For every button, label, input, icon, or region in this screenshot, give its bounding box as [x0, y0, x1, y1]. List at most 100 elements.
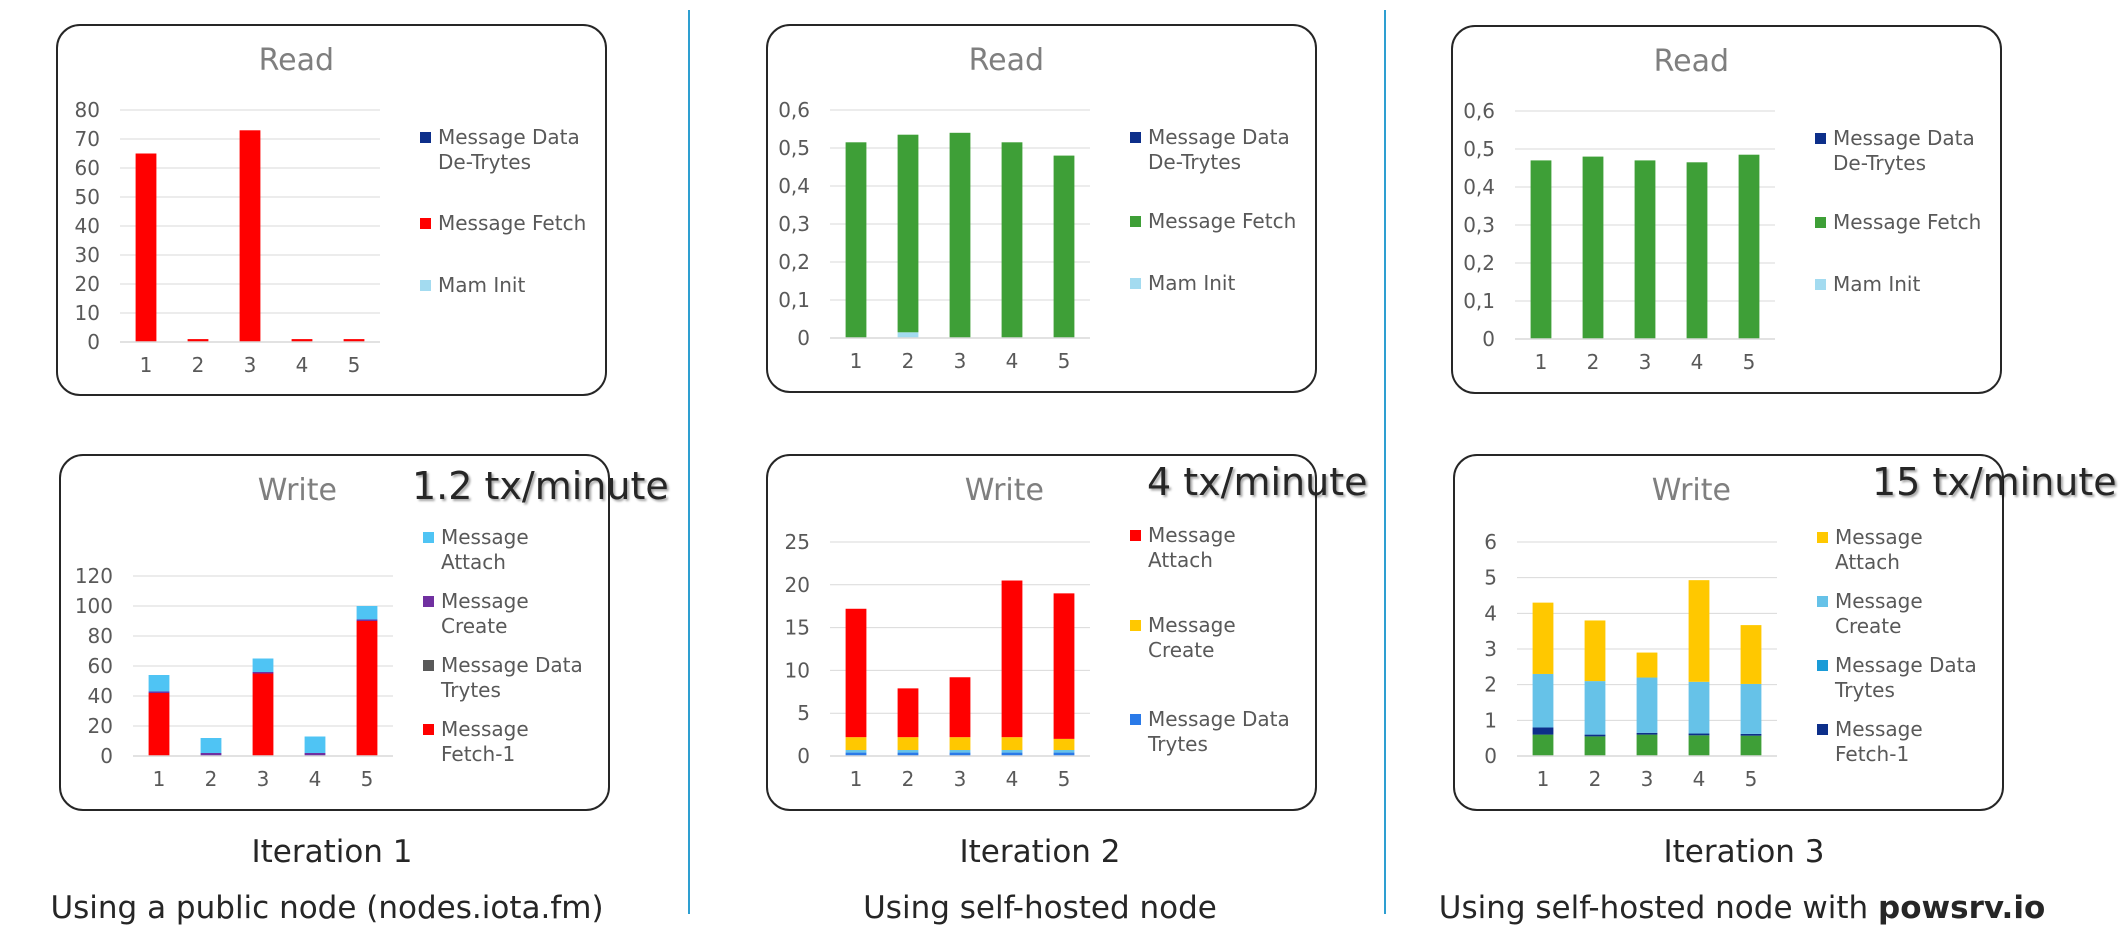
y-tick-label: 15 [785, 616, 810, 640]
bar-segment [1584, 681, 1606, 735]
legend-label: Attach [1835, 550, 1900, 574]
legend-label: Message [1148, 523, 1236, 547]
bar-segment [845, 608, 867, 738]
y-tick-label: 0 [1484, 744, 1497, 768]
bar-segment [1740, 683, 1762, 734]
bar-segment [252, 658, 274, 672]
bar-segment [343, 339, 365, 342]
bar-segment [1688, 580, 1710, 682]
chart-title: Write [1652, 473, 1731, 508]
x-tick-label: 4 [1691, 350, 1704, 374]
y-tick-label: 0 [100, 744, 113, 768]
bar-segment [897, 750, 919, 753]
y-tick-label: 0,2 [1463, 251, 1495, 275]
x-tick-label: 3 [954, 767, 967, 791]
legend-label: Message [441, 589, 529, 613]
y-tick-label: 60 [88, 654, 113, 678]
legend-swatch [1815, 217, 1826, 228]
iteration-label: Iteration 2 [959, 834, 1121, 870]
bar-segment [949, 752, 971, 756]
legend-label: Mam Init [1148, 271, 1235, 295]
legend-label: Create [1148, 638, 1214, 662]
x-tick-label: 3 [954, 349, 967, 373]
legend-swatch [1817, 532, 1828, 543]
bar-segment [1740, 733, 1762, 736]
legend-swatch [1130, 714, 1141, 725]
y-tick-label: 0,1 [1463, 289, 1495, 313]
bar-segment [1053, 155, 1075, 338]
x-tick-label: 3 [1641, 767, 1654, 791]
x-tick-label: 3 [1639, 350, 1652, 374]
legend-label: Attach [1148, 548, 1213, 572]
chart-title: Read [259, 43, 334, 78]
legend-label: Message [1835, 717, 1923, 741]
node-description: Using a public node (nodes.iota.fm) [0, 890, 687, 926]
y-tick-label: 4 [1484, 601, 1497, 625]
x-tick-label: 5 [361, 767, 374, 791]
x-tick-label: 4 [1006, 767, 1019, 791]
y-tick-label: 0 [1482, 327, 1495, 351]
bar-segment [1634, 160, 1656, 339]
bar-segment [304, 736, 326, 753]
legend-label: Trytes [1834, 678, 1895, 702]
x-tick-label: 5 [1743, 350, 1756, 374]
node-description-bold: powsrv.io [1878, 890, 2046, 926]
bar-segment [949, 132, 971, 338]
bar-segment [239, 130, 261, 342]
x-tick-label: 1 [850, 767, 863, 791]
bar-segment [1584, 734, 1606, 737]
x-tick-label: 3 [244, 353, 257, 377]
bar-segment [1532, 734, 1554, 756]
bar-segment [252, 673, 274, 756]
column-divider [1384, 10, 1386, 914]
y-tick-label: 0,6 [1463, 99, 1495, 123]
legend-label: Message Data [1833, 126, 1975, 150]
legend-label: Message Data [1148, 125, 1290, 149]
y-tick-label: 2 [1484, 673, 1497, 697]
node-description-text: Using self-hosted node [863, 890, 1217, 926]
bar-segment [897, 737, 919, 751]
bar-segment [1688, 733, 1710, 736]
bar-segment [356, 619, 378, 621]
bar-segment [1740, 735, 1762, 756]
bar-segment [1686, 162, 1708, 339]
x-tick-label: 4 [296, 353, 309, 377]
y-tick-label: 0,6 [778, 98, 810, 122]
throughput-rate: 1.2 tx/minute [412, 464, 669, 508]
bar-segment [1001, 142, 1023, 338]
y-tick-label: 120 [75, 564, 113, 588]
bar-segment [187, 339, 209, 342]
bar-segment [1636, 652, 1658, 678]
bar-segment [1532, 673, 1554, 728]
bar-segment [200, 738, 222, 753]
x-tick-label: 5 [1745, 767, 1758, 791]
y-tick-label: 5 [1484, 566, 1497, 590]
legend-swatch [1815, 279, 1826, 290]
x-tick-label: 5 [1058, 767, 1071, 791]
legend-label: Message Data [441, 653, 583, 677]
x-tick-label: 1 [1537, 767, 1550, 791]
iteration-label: Iteration 3 [1663, 834, 1825, 870]
legend-swatch [1815, 133, 1826, 144]
x-tick-label: 5 [348, 353, 361, 377]
y-tick-label: 0,3 [1463, 213, 1495, 237]
legend-swatch [1130, 216, 1141, 227]
legend-label: Message [1148, 613, 1236, 637]
legend-swatch [420, 132, 431, 143]
bar-segment [1532, 727, 1554, 735]
column-divider [688, 10, 690, 914]
bar-segment [1636, 734, 1658, 756]
legend-swatch [1130, 132, 1141, 143]
y-tick-label: 40 [88, 684, 113, 708]
bar-segment [1053, 738, 1075, 751]
legend-label: Trytes [1147, 732, 1208, 756]
y-tick-label: 20 [75, 272, 100, 296]
throughput-rate: 4 tx/minute [1147, 460, 1368, 504]
y-tick-label: 25 [785, 530, 810, 554]
x-tick-label: 2 [1587, 350, 1600, 374]
bar-segment [304, 753, 326, 756]
x-tick-label: 4 [1693, 767, 1706, 791]
